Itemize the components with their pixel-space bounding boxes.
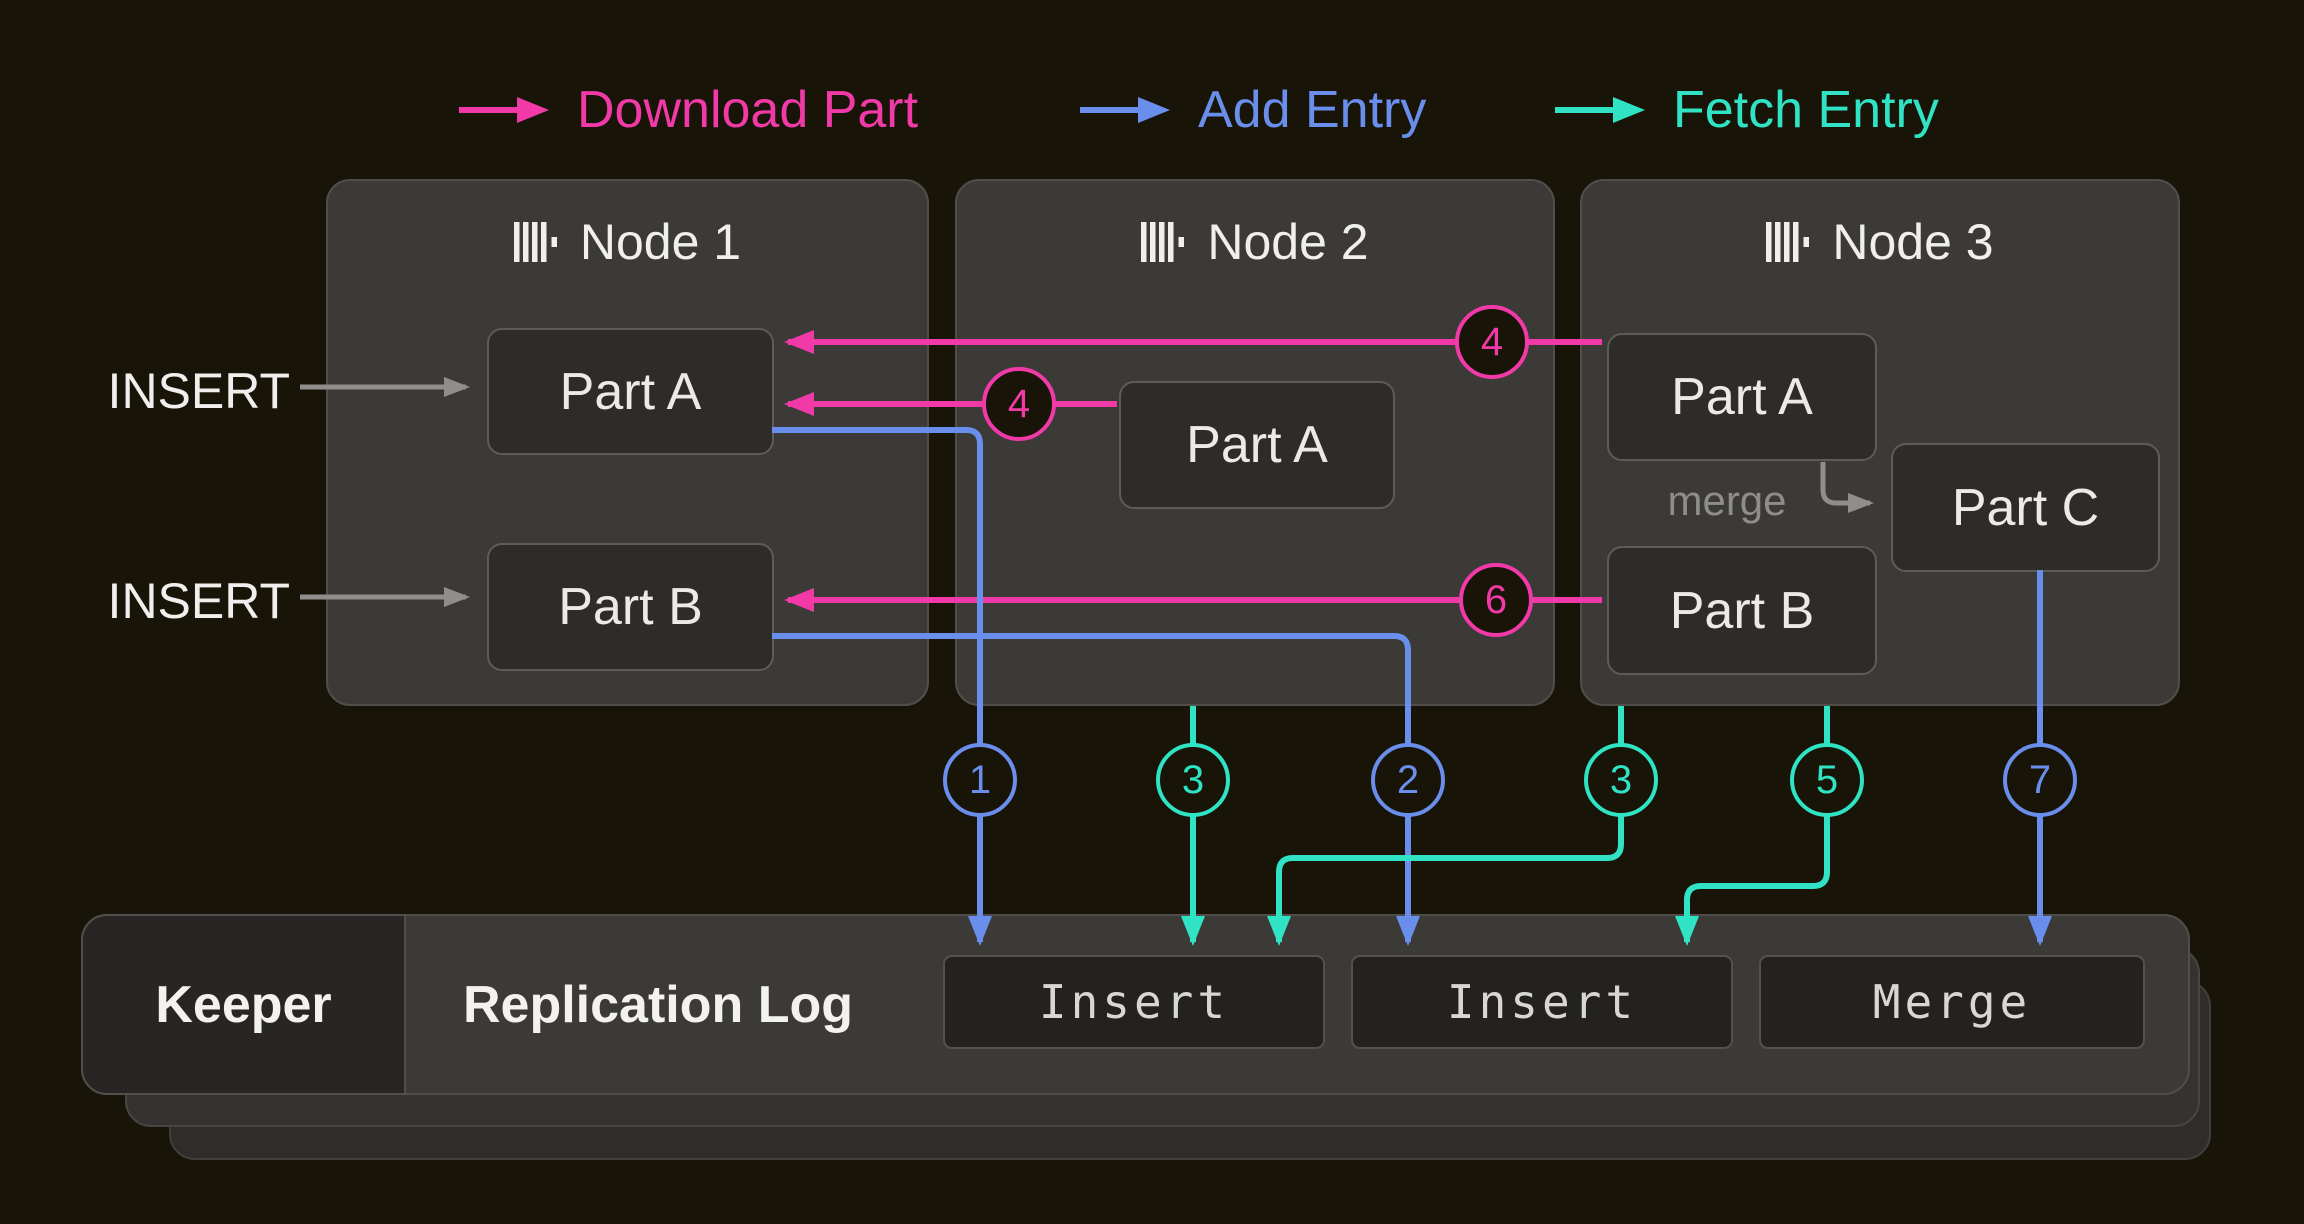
clickhouse-bars-icon	[513, 222, 557, 262]
node-3-box: Node 3 Part A merge Part C Part B	[1580, 179, 2180, 706]
node-1-box: Node 1 Part A Part B	[326, 179, 929, 706]
replication-log-title: Replication Log	[463, 975, 853, 1034]
legend-label-download-part: Download Part	[577, 81, 919, 139]
node-1-part-a: Part A	[487, 328, 774, 455]
fetch-entry-arrow-icon	[1555, 97, 1645, 123]
log-entry-merge: Merge	[1759, 955, 2145, 1049]
part-label: Part A	[1186, 416, 1328, 474]
legend-item-download-part: Download Part	[459, 74, 918, 146]
insert-label-part-b: INSERT	[107, 573, 290, 629]
step-badge-4-node2: 4	[982, 367, 1056, 441]
fetch-arrow-node3-3	[1267, 706, 1624, 946]
node-1-part-b: Part B	[487, 543, 774, 671]
part-label: Part B	[558, 578, 703, 636]
node-3-part-c: Part C	[1891, 443, 2160, 572]
insert-label-part-a: INSERT	[107, 363, 290, 419]
legend-label-add-entry: Add Entry	[1198, 81, 1427, 139]
node-2-title: Node 2	[957, 213, 1553, 271]
legend-item-fetch-entry: Fetch Entry	[1555, 74, 1939, 146]
node-3-title-label: Node 3	[1832, 214, 1994, 270]
step-badge-3-node2: 3	[1156, 743, 1230, 817]
step-badge-6: 6	[1459, 563, 1533, 637]
step-badge-2: 2	[1371, 743, 1445, 817]
step-badge-7: 7	[2003, 743, 2077, 817]
part-label: Part C	[1951, 478, 2100, 537]
step-badge-4-node3: 4	[1455, 305, 1529, 379]
add-entry-arrow-icon	[1080, 97, 1170, 123]
merge-label: merge	[1667, 477, 1787, 524]
replication-log-bar: Keeper Replication Log Insert Insert Mer…	[81, 914, 2190, 1095]
node-3-title: Node 3	[1582, 213, 2178, 271]
download-part-arrow-icon	[459, 97, 549, 123]
keeper-box: Keeper	[81, 914, 406, 1095]
legend-item-add-entry: Add Entry	[1080, 74, 1426, 146]
log-entry-insert-2: Insert	[1351, 955, 1733, 1049]
part-label: Part B	[1669, 581, 1815, 640]
node-3-part-b: Part B	[1607, 546, 1877, 675]
node-2-box: Node 2 Part A	[955, 179, 1555, 706]
step-badge-5: 5	[1790, 743, 1864, 817]
legend-label-fetch-entry: Fetch Entry	[1673, 81, 1939, 139]
node-3-part-a: Part A	[1607, 333, 1877, 461]
clickhouse-bars-icon	[1766, 222, 1810, 262]
fetch-arrow-node3-5	[1675, 706, 1830, 946]
node-1-title-label: Node 1	[579, 214, 742, 270]
step-badge-3-node3: 3	[1584, 743, 1658, 817]
part-label: Part A	[1671, 368, 1813, 426]
log-entry-insert-1: Insert	[943, 955, 1325, 1049]
part-label: Part A	[559, 362, 702, 421]
node-2-part-a: Part A	[1119, 381, 1395, 509]
node-1-title: Node 1	[328, 213, 927, 271]
step-badge-1: 1	[943, 743, 1017, 817]
node-2-title-label: Node 2	[1207, 214, 1369, 270]
clickhouse-bars-icon	[1141, 222, 1185, 262]
keeper-label: Keeper	[155, 975, 332, 1034]
